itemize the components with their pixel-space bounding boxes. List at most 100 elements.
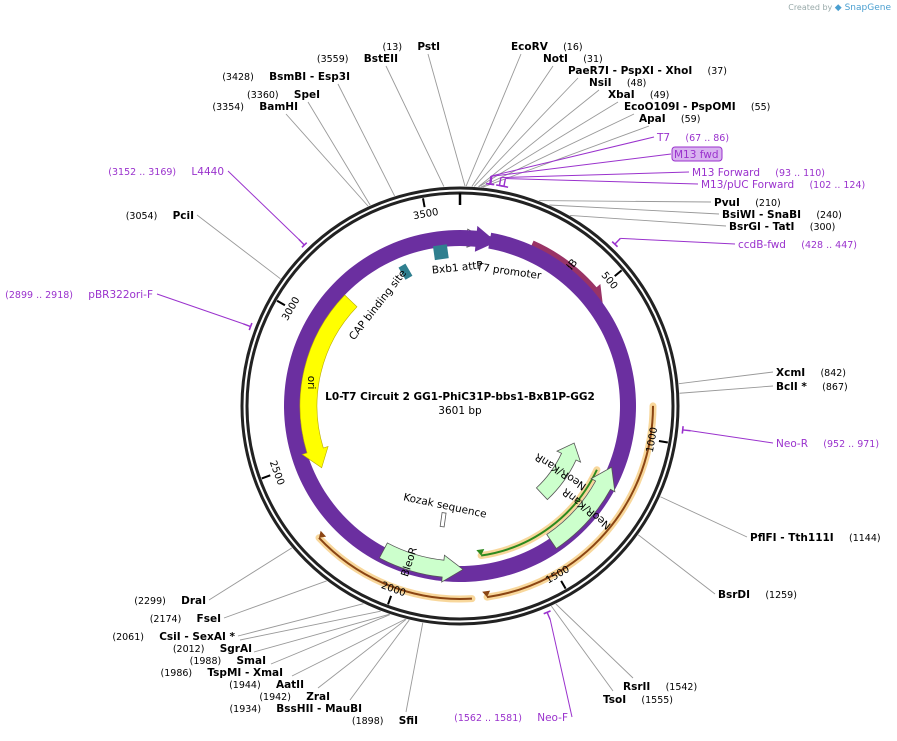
enzyme-label[interactable]: PaeR7I - PspXI - XhoI (37) bbox=[568, 59, 727, 78]
feature-ori-arrow[interactable] bbox=[299, 294, 358, 469]
enzyme-label[interactable]: (2174) FseI bbox=[150, 607, 221, 626]
enzyme-label[interactable]: ApaI (59) bbox=[639, 107, 700, 126]
enzyme-label[interactable]: (3054) PciI bbox=[126, 204, 194, 223]
enzyme-site[interactable]: BsrGI - TatI (300) bbox=[569, 215, 835, 234]
enzyme-site[interactable]: (3054) PciI bbox=[126, 204, 281, 280]
enzyme-leader-line bbox=[285, 113, 369, 207]
enzyme-label[interactable]: BsrGI - TatI (300) bbox=[729, 215, 835, 234]
enzyme-label[interactable]: (1942) ZraI bbox=[259, 685, 330, 704]
enzyme-label[interactable]: PvuI (210) bbox=[714, 191, 781, 210]
enzyme-site[interactable]: XcmI (842) bbox=[678, 361, 846, 385]
enzyme-label[interactable]: RsrII (1542) bbox=[623, 675, 697, 694]
primer-range: (2899 .. 2918) bbox=[5, 290, 73, 301]
watermark-prefix: Created by bbox=[788, 3, 833, 12]
feature-bleor-arrow[interactable] bbox=[378, 542, 464, 583]
enzyme-site[interactable]: NsiI (48) bbox=[478, 71, 646, 188]
primer-site[interactable]: (3152 .. 3169) L4440 bbox=[108, 160, 308, 248]
enzyme-label[interactable]: PflFI - Tth111I (1144) bbox=[750, 526, 881, 545]
enzyme-label[interactable]: (3354) BamHI bbox=[212, 95, 298, 114]
enzyme-leader-line bbox=[478, 101, 619, 188]
enzyme-label[interactable]: (3360) SpeI bbox=[247, 83, 320, 102]
feature-neor-kanr-outer-arrow[interactable] bbox=[546, 466, 616, 550]
primer-site[interactable]: (2899 .. 2918) pBR322ori-F bbox=[5, 283, 253, 331]
enzyme-label[interactable]: NotI (31) bbox=[543, 47, 603, 66]
enzyme-site[interactable]: RsrII (1542) bbox=[555, 603, 697, 694]
feature-bxb1-attp[interactable] bbox=[432, 244, 449, 261]
enzyme-site[interactable]: (2061) CsiI - SexAI * bbox=[112, 603, 364, 644]
enzyme-label[interactable]: BclI * (867) bbox=[776, 375, 848, 394]
primer-gap bbox=[760, 161, 775, 180]
enzyme-label[interactable]: (3428) BsmBI - Esp3I bbox=[222, 65, 350, 84]
primer-label[interactable]: Neo-R (952 .. 971) bbox=[776, 432, 879, 451]
primer-site[interactable]: (1562 .. 1581) Neo-F bbox=[454, 610, 573, 725]
enzyme-label[interactable]: XbaI (49) bbox=[608, 83, 669, 102]
enzyme-name: SpeI bbox=[294, 89, 320, 101]
primer-label[interactable]: T7 (67 .. 86) bbox=[656, 126, 729, 145]
feature-kozak-sequence[interactable] bbox=[439, 512, 447, 528]
enzyme-site[interactable]: TsoI (1555) bbox=[551, 605, 673, 707]
enzyme-label[interactable]: BsrDI (1259) bbox=[718, 583, 797, 602]
enzyme-label[interactable]: (1898) SfiI bbox=[352, 709, 418, 728]
enzyme-site[interactable]: (3360) SpeI bbox=[247, 83, 371, 206]
primer-label[interactable]: (3152 .. 3169) L4440 bbox=[108, 160, 224, 179]
enzyme-label[interactable]: (1986) TspMI - XmaI bbox=[161, 661, 283, 680]
enzyme-label[interactable]: (3559) BstEII bbox=[317, 47, 398, 66]
enzyme-label[interactable]: (1988) SmaI bbox=[190, 649, 266, 668]
enzyme-label[interactable]: (1944) AatII bbox=[229, 673, 304, 692]
enzyme-position: (2174) bbox=[150, 614, 182, 625]
enzyme-site[interactable]: (1986) TspMI - XmaI bbox=[161, 614, 391, 680]
enzyme-site[interactable]: NotI (31) bbox=[471, 47, 603, 187]
tick-mark bbox=[658, 439, 668, 444]
enzyme-site[interactable]: PaeR7I - PspXI - XhoI (37) bbox=[473, 59, 727, 187]
primer-site[interactable]: Neo-R (952 .. 971) bbox=[681, 426, 879, 451]
enzyme-label[interactable]: (1934) BssHII - MauBI bbox=[229, 697, 362, 716]
enzyme-label[interactable]: EcoO109I - PspOMI (55) bbox=[624, 95, 770, 114]
enzyme-site[interactable]: (3428) BsmBI - Esp3I bbox=[222, 65, 395, 197]
enzyme-label[interactable]: XcmI (842) bbox=[776, 361, 846, 380]
enzyme-site[interactable]: (2012) SgrAI bbox=[173, 610, 381, 656]
enzyme-site[interactable]: (1942) ZraI bbox=[259, 618, 407, 704]
enzyme-label[interactable]: NsiI (48) bbox=[589, 71, 646, 90]
primer-label[interactable]: M13 fwd bbox=[674, 149, 719, 161]
enzyme-site[interactable]: (1944) AatII bbox=[229, 618, 406, 692]
enzyme-site[interactable]: BsrDI (1259) bbox=[638, 534, 797, 602]
enzyme-site[interactable]: (3354) BamHI bbox=[212, 95, 369, 207]
feature-neor-kanr-inner-arrow[interactable] bbox=[535, 442, 582, 501]
enzyme-name: PaeR7I bbox=[568, 65, 609, 77]
enzyme-site[interactable]: (13) PstI bbox=[383, 35, 466, 187]
enzyme-site[interactable]: BsiWI - SnaBI (240) bbox=[549, 203, 842, 222]
primer-site[interactable]: M13/pUC Forward (102 .. 124) bbox=[499, 173, 866, 192]
enzyme-label[interactable]: (2012) SgrAI bbox=[173, 637, 252, 656]
primer-label[interactable]: M13/pUC Forward (102 .. 124) bbox=[701, 173, 865, 192]
enzyme-label[interactable]: (2299) DraI bbox=[134, 589, 206, 608]
enzyme-site[interactable]: (1898) SfiI bbox=[352, 622, 424, 728]
enzyme-site[interactable]: (1934) BssHII - MauBI bbox=[229, 619, 410, 716]
enzyme-site[interactable]: PvuI (210) bbox=[538, 191, 781, 210]
enzyme-site[interactable]: BclI * (867) bbox=[679, 375, 848, 394]
primer-range: (93 .. 110) bbox=[775, 168, 825, 179]
primer-site[interactable]: ccdB-fwd (428 .. 447) bbox=[611, 233, 857, 252]
enzyme-leader-line bbox=[538, 200, 712, 203]
primer-label[interactable]: (2899 .. 2918) pBR322ori-F bbox=[5, 283, 153, 302]
enzyme-label[interactable]: (13) PstI bbox=[383, 35, 440, 54]
enzyme-label[interactable]: TsoI (1555) bbox=[603, 688, 673, 707]
primer-label[interactable]: (1562 .. 1581) Neo-F bbox=[454, 706, 568, 725]
enzyme-site[interactable]: (2174) FseI bbox=[150, 580, 327, 626]
primer-site[interactable]: M13 fwd bbox=[487, 146, 723, 186]
primer-range: (1562 .. 1581) bbox=[454, 713, 522, 724]
enzyme-site[interactable]: (3559) BstEII bbox=[317, 47, 445, 187]
enzyme-site[interactable]: (2299) DraI bbox=[134, 547, 293, 608]
primer-gap bbox=[808, 432, 823, 451]
enzyme-site[interactable]: XbaI (49) bbox=[478, 83, 670, 188]
enzyme-site[interactable]: (1988) SmaI bbox=[190, 613, 390, 668]
feature-label: ori bbox=[305, 376, 317, 390]
primer-label[interactable]: M13 Forward (93 .. 110) bbox=[692, 161, 825, 180]
feature-cap-binding-site[interactable] bbox=[398, 263, 413, 280]
enzyme-site[interactable]: EcoRV (16) bbox=[465, 35, 583, 187]
primer-site[interactable]: T7 (67 .. 86) bbox=[486, 126, 729, 186]
enzyme-label[interactable]: BsiWI - SnaBI (240) bbox=[722, 203, 842, 222]
enzyme-label[interactable]: EcoRV (16) bbox=[511, 35, 583, 54]
enzyme-site[interactable]: PflFI - Tth111I (1144) bbox=[660, 496, 881, 545]
primer-label[interactable]: ccdB-fwd (428 .. 447) bbox=[738, 233, 857, 252]
enzyme-label[interactable]: (2061) CsiI - SexAI * bbox=[112, 625, 235, 644]
